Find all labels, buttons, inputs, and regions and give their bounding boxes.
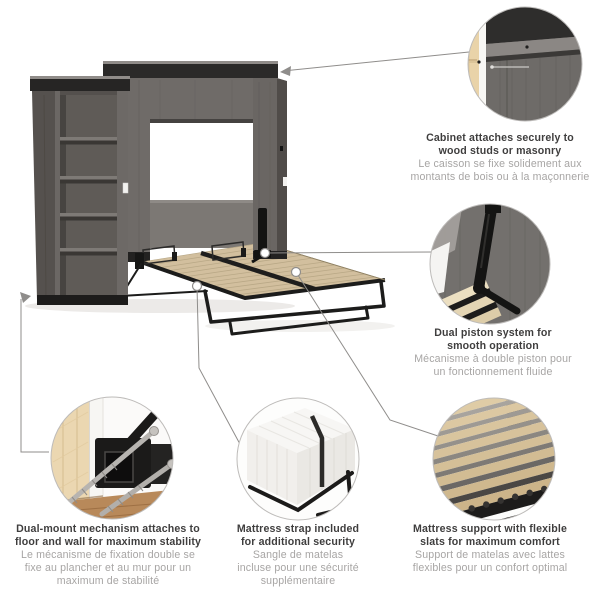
- product-illustration: [25, 61, 395, 336]
- mattress-top: [247, 408, 355, 453]
- shelves: [57, 137, 119, 256]
- callout-title-line: smooth operation: [447, 340, 539, 352]
- callout-title-line: slats for maximum comfort: [420, 536, 560, 548]
- callout-title-line: for additional security: [240, 536, 356, 548]
- callout-title-line: wood studs or masonry: [438, 145, 562, 157]
- callout-subtitle-line: incluse pour une sécurité: [237, 562, 359, 574]
- panel-tag: [283, 177, 287, 186]
- callout-subtitle-line: maximum de stabilité: [56, 575, 160, 587]
- bed-deck: [135, 241, 386, 300]
- bed-cabinet: [128, 78, 277, 262]
- callout-title-line: floor and wall for maximum stability: [14, 536, 202, 548]
- arrowhead-mount: [20, 292, 31, 303]
- metal-leg-frame: [120, 263, 386, 336]
- detail-circle-outline: [432, 397, 556, 521]
- shelving-unit: [30, 76, 130, 305]
- callout-subtitle-line: Support de matelas avec lattes: [415, 549, 565, 561]
- arrowhead-cabinet: [280, 66, 291, 76]
- callout-subtitle-line: flexibles pour un confort optimal: [412, 562, 568, 574]
- anchor-dot-piston: [259, 247, 271, 259]
- detail-circle-outline: [467, 6, 583, 122]
- mattress-side: [297, 429, 355, 505]
- leader-mattress-strap: [196, 285, 242, 447]
- lag-screws: [63, 426, 173, 517]
- callout-title-line: Dual-mount mechanism attaches to: [16, 523, 200, 535]
- leader-slat-support: [295, 271, 442, 438]
- detail-circle-flexible-slats: [433, 398, 555, 520]
- leader-lines: [20, 51, 470, 453]
- piston-arm: [473, 204, 498, 292]
- mattress-strap: [309, 415, 325, 487]
- detail-circle-cabinet-attachment: [468, 7, 582, 121]
- callout-subtitle-line: supplémentaire: [260, 575, 336, 587]
- callout-subtitle-line: Sangle de matelas: [252, 549, 344, 561]
- detail-circle-outline: [429, 203, 551, 325]
- callout-text-cabinet-attachment: Cabinet attaches securely to wood studs …: [390, 132, 600, 184]
- wood-stud: [468, 7, 480, 121]
- anchor-dots: [191, 247, 302, 292]
- detail-circle-mattress-strap: [237, 398, 359, 520]
- left-pivot: [135, 253, 144, 269]
- deck-edge-frame: [140, 260, 386, 300]
- callout-subtitle-line: montants de bois ou à la maçonnerie: [410, 171, 590, 183]
- callout-text-dual-mount: Dual-mount mechanism attaches to floor a…: [2, 523, 214, 588]
- mattress-front: [247, 430, 297, 505]
- leader-dual-piston: [264, 251, 434, 254]
- callout-title-line: Mattress strap included: [236, 523, 360, 535]
- leader-dual-mount: [20, 299, 49, 453]
- callout-subtitle-line: Le caisson se fixe solidement aux: [418, 158, 582, 170]
- callout-subtitle-line: Mécanisme à double piston pour: [414, 353, 572, 365]
- callout-subtitle-line: fixe au plancher et au mur pour un: [24, 562, 192, 574]
- anchor-dot-slats: [290, 266, 302, 278]
- callout-subtitle-line: Le mécanisme de fixation double se: [20, 549, 196, 561]
- callout-title-line: Mattress support with flexible: [412, 523, 567, 535]
- callout-text-slat-support: Mattress support with flexible slats for…: [384, 523, 596, 575]
- callout-text-dual-piston: Dual piston system for smooth operation …: [383, 327, 600, 379]
- callout-title-line: Cabinet attaches securely to: [426, 132, 574, 144]
- bed-cabinet-crown: [103, 61, 278, 78]
- piston-lower-arm: [475, 284, 521, 315]
- callout-text-mattress-strap: Mattress strap included for additional s…: [192, 523, 404, 588]
- anchor-dot-strap: [191, 280, 203, 292]
- detail-circle-outline: [236, 397, 360, 521]
- callout-subtitle-line: un fonctionnement fluide: [433, 366, 553, 378]
- headboard-panel: [150, 200, 253, 248]
- callout-title-line: Dual piston system for: [434, 327, 552, 339]
- detail-circle-outline: [50, 396, 174, 520]
- shelf-tag: [122, 182, 129, 194]
- leader-cabinet-attachment: [282, 51, 470, 72]
- detail-circle-dual-mount: [51, 397, 173, 519]
